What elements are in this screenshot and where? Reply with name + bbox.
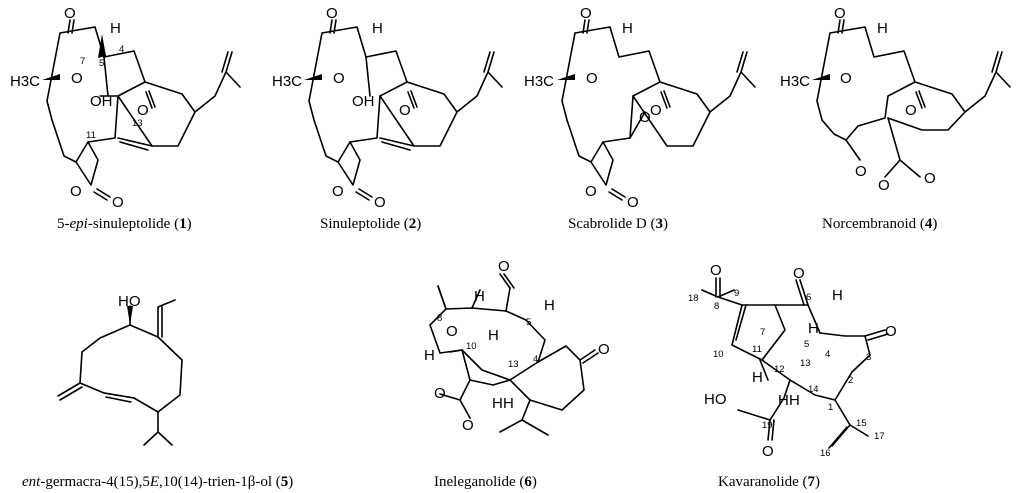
num-2-cmpd7: 2 xyxy=(848,375,853,386)
h-label-7a: H xyxy=(832,287,843,304)
caption-compound-4: Norcembranoid (4) xyxy=(822,216,937,232)
caption-compound-6: Ineleganolide (6) xyxy=(434,474,537,490)
num-13-cmpd6: 13 xyxy=(508,359,519,370)
h-label-7c: H xyxy=(752,369,763,386)
structure-compound-7 xyxy=(701,277,889,449)
o-label-2e: O xyxy=(374,194,386,211)
oh-label-2: OH xyxy=(352,93,375,110)
o-label-2a: O xyxy=(326,5,338,22)
ho-label-5: HO xyxy=(118,293,141,310)
num-19-cmpd7: 19 xyxy=(762,420,773,431)
o-label-3b: O xyxy=(586,70,598,87)
o-label-4b: O xyxy=(840,70,852,87)
h-label-1: H xyxy=(110,20,121,37)
o-label-4c: O xyxy=(905,102,917,119)
hh-label-7b: H xyxy=(789,392,800,409)
structure-compound-6 xyxy=(429,273,599,436)
o-label-1a: O xyxy=(64,5,76,22)
num-4-cmpd1: 4 xyxy=(119,44,124,55)
num-5-cmpd1: 5 xyxy=(99,58,104,69)
o-label-4d: O xyxy=(855,163,867,180)
h-label-6c: H xyxy=(488,327,499,344)
o-label-3c: O xyxy=(650,102,662,119)
o-label-1c: O xyxy=(137,102,149,119)
structure-compound-1 xyxy=(42,19,241,201)
o-label-1d: O xyxy=(70,183,82,200)
o-label-7b: O xyxy=(793,265,805,282)
o-label-2c: O xyxy=(399,102,411,119)
h-label-3: H xyxy=(622,20,633,37)
o-label-3e: O xyxy=(585,183,597,200)
o-label-4e: O xyxy=(878,177,890,194)
caption-compound-3: Scabrolide D (3) xyxy=(568,216,668,232)
structure-compound-4 xyxy=(812,19,1011,178)
h-label-6d: H xyxy=(424,347,435,364)
structure-compound-3 xyxy=(557,19,756,201)
o-label-4a: O xyxy=(834,5,846,22)
num-3-cmpd7: 3 xyxy=(866,352,871,363)
caption-compound-7: Kavaranolide (7) xyxy=(718,474,820,490)
num-8-cmpd6: 8 xyxy=(437,313,442,324)
num-18-cmpd7: 18 xyxy=(688,293,699,304)
o-label-3f: O xyxy=(627,194,639,211)
num-7-cmpd7: 7 xyxy=(760,327,765,338)
h-label-7b: H xyxy=(808,320,819,337)
o-label-7c: O xyxy=(885,323,897,340)
h-label-2: H xyxy=(372,20,383,37)
o-label-2d: O xyxy=(332,183,344,200)
o-label-4f: O xyxy=(924,170,936,187)
o-label-7a: O xyxy=(710,262,722,279)
o-label-3d: O xyxy=(639,109,651,126)
num-10-cmpd7: 10 xyxy=(713,349,724,360)
hh-label-7a: H xyxy=(778,392,789,409)
o-label-3a: O xyxy=(580,5,592,22)
num-8-cmpd7: 8 xyxy=(714,301,719,312)
num-11-cmpd7: 11 xyxy=(752,344,762,355)
num-11-cmpd1: 11 xyxy=(86,130,96,141)
num-12-cmpd7: 12 xyxy=(774,364,785,375)
num-16-cmpd7: 16 xyxy=(820,448,831,459)
num-1-cmpd7: 1 xyxy=(828,402,833,413)
caption-compound-1: 5-epi-sinuleptolide (1) xyxy=(57,216,192,232)
h-label-4: H xyxy=(877,20,888,37)
h3c-label-2: H3C xyxy=(272,73,302,90)
oh-label-1: OH xyxy=(90,93,113,110)
num-13-cmpd1: 13 xyxy=(132,118,143,129)
o-label-2b: O xyxy=(333,70,345,87)
structure-compound-5 xyxy=(57,299,183,446)
caption-compound-2: Sinuleptolide (2) xyxy=(320,216,421,232)
h3c-label-3: H3C xyxy=(524,73,554,90)
num-14-cmpd7: 14 xyxy=(808,384,819,395)
h3c-label-4: H3C xyxy=(780,73,810,90)
num-15-cmpd7: 15 xyxy=(856,418,867,429)
o-label-7d: O xyxy=(762,443,774,460)
h3c-label-1: H3C xyxy=(10,73,40,90)
num-9-cmpd7: 9 xyxy=(734,288,739,299)
o-label-6c: O xyxy=(598,341,610,358)
h-label-6b: H xyxy=(544,297,555,314)
o-label-1e: O xyxy=(112,194,124,211)
num-13-cmpd7: 13 xyxy=(800,358,811,369)
num-4-cmpd6: 4 xyxy=(533,354,538,365)
o-label-1b: O xyxy=(71,70,83,87)
hh-label-6b: H xyxy=(503,395,514,412)
hh-label-6: H xyxy=(492,395,503,412)
o-label-6d: O xyxy=(434,385,446,402)
num-6-cmpd7: 6 xyxy=(806,292,811,303)
num-5-cmpd7: 5 xyxy=(804,339,809,350)
num-7-cmpd1: 7 xyxy=(80,56,85,67)
num-4-cmpd7: 4 xyxy=(825,349,830,360)
caption-compound-5: ent-germacra-4(15),5E,10(14)-trien-1β-ol… xyxy=(22,474,293,490)
structure-compound-2 xyxy=(304,19,503,201)
num-10-cmpd6: 10 xyxy=(466,341,477,352)
ho-label-7: HO xyxy=(704,391,727,408)
o-label-6b: O xyxy=(498,258,510,275)
num-17-cmpd7: 17 xyxy=(874,431,885,442)
o-label-6e: O xyxy=(462,417,474,434)
h-label-6a: H xyxy=(474,288,485,305)
num-5-cmpd6: 5 xyxy=(526,317,531,328)
o-label-6a: O xyxy=(446,323,458,340)
